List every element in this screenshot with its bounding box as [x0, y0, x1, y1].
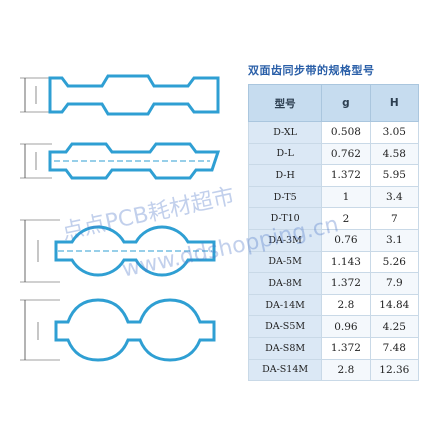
header-model: 型号 [247, 84, 323, 122]
cell-g: 1.372 [321, 336, 371, 360]
cell-g: 1.143 [321, 250, 371, 274]
cell-h: 7 [369, 207, 420, 230]
cell-model: D-XL [247, 121, 323, 144]
cell-model: D-T10 [247, 207, 323, 230]
cell-model: DA-14M [247, 293, 323, 317]
cell-model: DA-S5M [247, 315, 323, 338]
cell-h: 14.84 [369, 293, 420, 317]
cell-g: 2.8 [321, 358, 371, 382]
cell-h: 12.36 [369, 358, 420, 382]
cell-model: D-T5 [247, 185, 323, 209]
header-g: g [321, 84, 371, 122]
table-header-row: 型号 g H [247, 84, 420, 122]
cell-h: 4.25 [369, 315, 420, 338]
cell-h: 3.05 [369, 121, 420, 144]
belt-profile-s [20, 298, 216, 362]
cell-h: 7.9 [369, 272, 420, 295]
cell-g: 0.96 [321, 315, 371, 338]
cell-g: 1.372 [321, 164, 371, 187]
table-title: 双面齿同步带的规格型号 [248, 64, 375, 77]
cell-h: 5.95 [369, 164, 420, 187]
cell-g: 1 [321, 185, 371, 209]
cell-model: D-L [247, 142, 323, 166]
cell-model: DA-S8M [247, 336, 323, 360]
cell-model: D-H [247, 164, 323, 187]
cell-g: 0.762 [321, 142, 371, 166]
cell-h: 3.4 [369, 185, 420, 209]
cell-h: 4.58 [369, 142, 420, 166]
cell-model: DA-8M [247, 272, 323, 295]
belt-profile-round [20, 219, 216, 283]
cell-model: DA-5M [247, 250, 323, 274]
cell-model: DA-3M [247, 228, 323, 252]
cell-model: DA-S14M [247, 358, 323, 382]
belt-profile-xl [20, 74, 220, 116]
cell-g: 0.508 [321, 121, 371, 144]
cell-h: 5.26 [369, 250, 420, 274]
cell-h: 3.1 [369, 228, 420, 252]
cell-h: 7.48 [369, 336, 420, 360]
cell-g: 1.372 [321, 272, 371, 295]
cell-g: 2.8 [321, 293, 371, 317]
header-h: H [369, 84, 420, 122]
belt-profile-h [20, 142, 221, 180]
